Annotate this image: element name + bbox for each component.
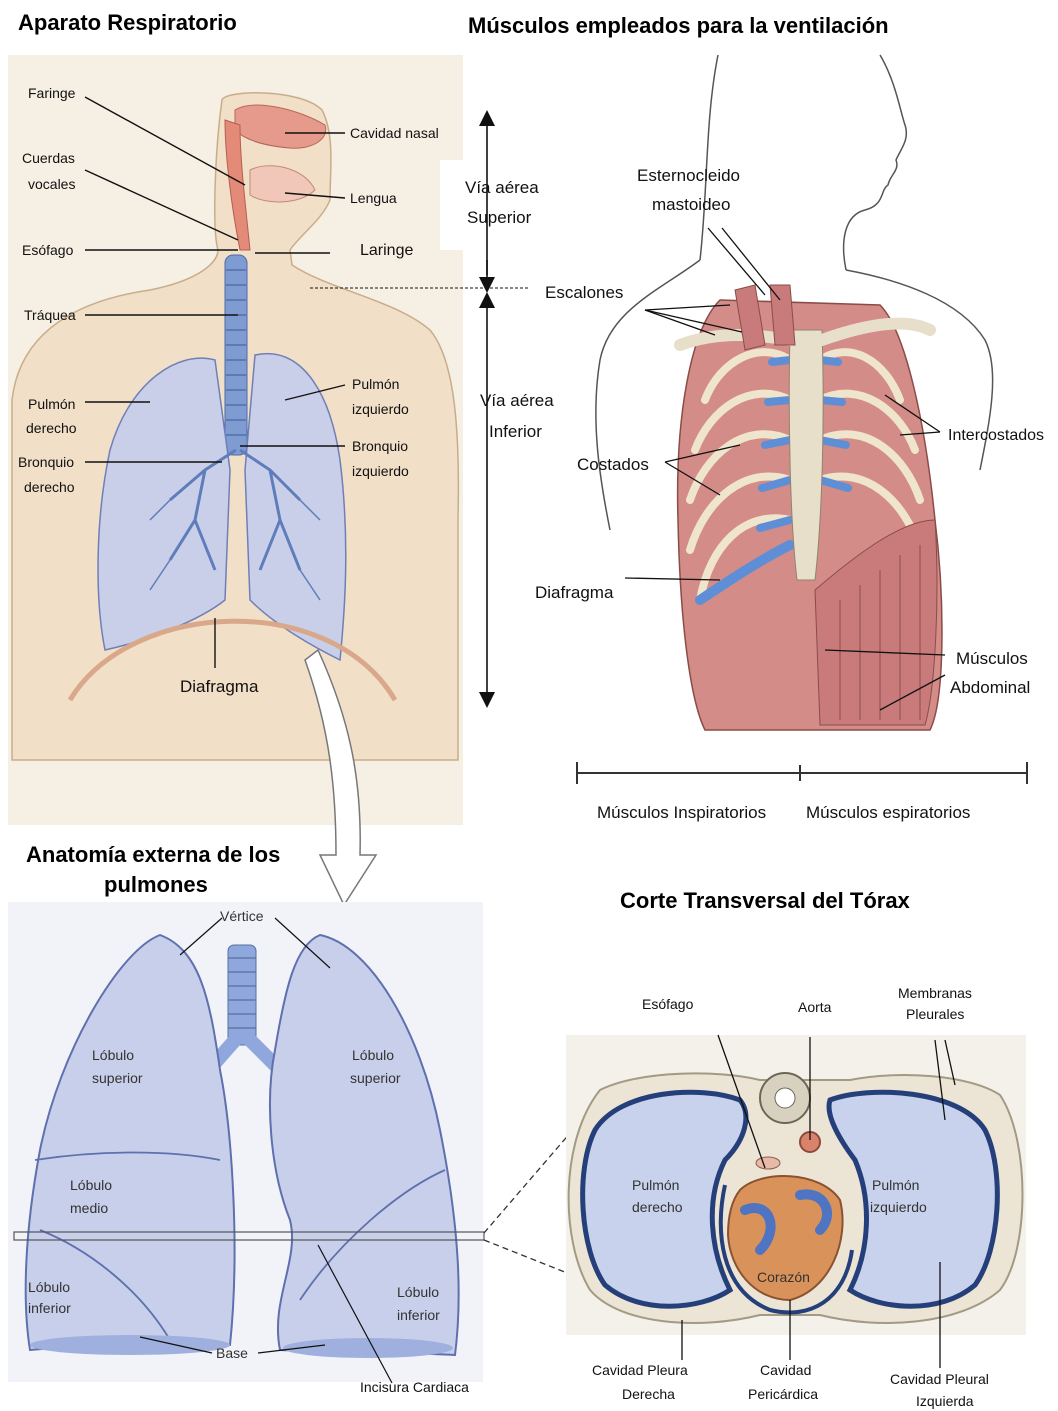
label-bronquio-der-1: Bronquio	[18, 454, 74, 470]
sternum	[789, 330, 823, 580]
label-aorta: Aorta	[798, 999, 832, 1015]
label-diafragma-muscle: Diafragma	[535, 583, 614, 602]
lung-anatomy-title-1: Anatomía externa de los	[26, 842, 280, 867]
lung-anatomy-panel: Anatomía externa de los pulmones	[8, 842, 484, 1395]
respiratory-panel: Aparato Respiratorio	[8, 10, 554, 825]
label-lobulo-medio-2: medio	[70, 1200, 108, 1216]
label-via-inferior-1: Vía aérea	[480, 391, 554, 410]
label-lobulo-sup-der-1: Lóbulo	[92, 1047, 134, 1063]
label-laringe: Laringe	[360, 242, 413, 259]
label-membranas-2: Pleurales	[906, 1006, 964, 1022]
label-costados: Costados	[577, 455, 649, 474]
label-pulmon-der-section-1: Pulmón	[632, 1177, 679, 1193]
label-bronquio-der-2: derecho	[24, 479, 75, 495]
muscles-panel: Músculos empleados para la ventilación	[468, 13, 1044, 822]
label-bronquio-izq-1: Bronquio	[352, 438, 408, 454]
label-diafragma: Diafragma	[180, 677, 259, 696]
label-pulmon-der-section-2: derecho	[632, 1199, 683, 1215]
muscle-group-scale	[577, 762, 1027, 784]
label-esofago-section: Esófago	[642, 996, 694, 1012]
label-pulmon-izq-section-1: Pulmón	[872, 1177, 919, 1193]
label-cuerdas-1: Cuerdas	[22, 150, 75, 166]
label-abdominal-2: Abdominal	[950, 678, 1030, 697]
label-cav-pericardica-1: Cavidad	[760, 1362, 811, 1378]
label-membranas-1: Membranas	[898, 985, 972, 1001]
label-abdominal-1: Músculos	[956, 649, 1028, 668]
label-pulmon-der-1: Pulmón	[28, 396, 75, 412]
label-via-superior-1: Vía aérea	[465, 178, 539, 197]
label-cav-pleural-izq-2: Izquierda	[916, 1393, 974, 1409]
label-via-inferior-2: Inferior	[489, 422, 542, 441]
label-intercostados: Intercostados	[948, 427, 1044, 444]
label-cav-pleura-der-1: Cavidad Pleura	[592, 1362, 688, 1378]
label-cavidad-nasal: Cavidad nasal	[350, 125, 439, 141]
label-incisura: Incisura Cardiaca	[360, 1379, 469, 1395]
right-lung-base	[30, 1335, 230, 1355]
label-esofago: Esófago	[22, 242, 74, 258]
section-title: Corte Transversal del Tórax	[620, 888, 911, 913]
label-lobulo-sup-izq-2: superior	[350, 1070, 401, 1086]
label-cav-pleura-der-2: Derecha	[622, 1386, 675, 1402]
label-lobulo-inf-der-1: Lóbulo	[28, 1279, 70, 1295]
label-vertice: Vértice	[220, 908, 264, 924]
label-pulmon-der-2: derecho	[26, 420, 77, 436]
label-via-superior-2: Superior	[467, 208, 532, 227]
label-lobulo-inf-der-2: inferior	[28, 1300, 71, 1316]
label-esterno-1: Esternocleido	[637, 166, 740, 185]
label-corazon: Corazón	[757, 1269, 810, 1285]
label-cav-pericardica-2: Pericárdica	[748, 1386, 818, 1402]
label-pulmon-izq-1: Pulmón	[352, 376, 399, 392]
esophagus-section	[756, 1157, 780, 1169]
label-lobulo-sup-izq-1: Lóbulo	[352, 1047, 394, 1063]
label-esterno-2: mastoideo	[652, 195, 730, 214]
label-lobulo-inf-izq-2: inferior	[397, 1307, 440, 1323]
left-lung-base	[283, 1338, 453, 1358]
transverse-section-panel: Corte Transversal del Tórax Esófago Aort…	[566, 888, 1026, 1409]
label-escalones: Escalones	[545, 283, 623, 302]
lung-anatomy-title-2: pulmones	[104, 872, 208, 897]
label-cav-pleural-izq-1: Cavidad Pleural	[890, 1371, 989, 1387]
spinal-canal	[775, 1088, 795, 1108]
label-traquea: Tráquea	[24, 307, 76, 323]
trachea-external	[228, 945, 256, 1045]
label-inspiratorios: Músculos Inspiratorios	[597, 803, 766, 822]
label-lobulo-sup-der-2: superior	[92, 1070, 143, 1086]
muscles-title: Músculos empleados para la ventilación	[468, 13, 889, 38]
label-lobulo-medio-1: Lóbulo	[70, 1177, 112, 1193]
respiratory-title: Aparato Respiratorio	[18, 10, 237, 35]
label-bronquio-izq-2: izquierdo	[352, 463, 409, 479]
label-cuerdas-2: vocales	[28, 176, 75, 192]
label-faringe: Faringe	[28, 85, 76, 101]
label-lobulo-inf-izq-1: Lóbulo	[397, 1284, 439, 1300]
label-lengua: Lengua	[350, 190, 397, 206]
label-espiratorios: Músculos espiratorios	[806, 803, 970, 822]
label-pulmon-izq-2: izquierdo	[352, 401, 409, 417]
label-base: Base	[216, 1345, 248, 1361]
label-pulmon-izq-section-2: izquierdo	[870, 1199, 927, 1215]
